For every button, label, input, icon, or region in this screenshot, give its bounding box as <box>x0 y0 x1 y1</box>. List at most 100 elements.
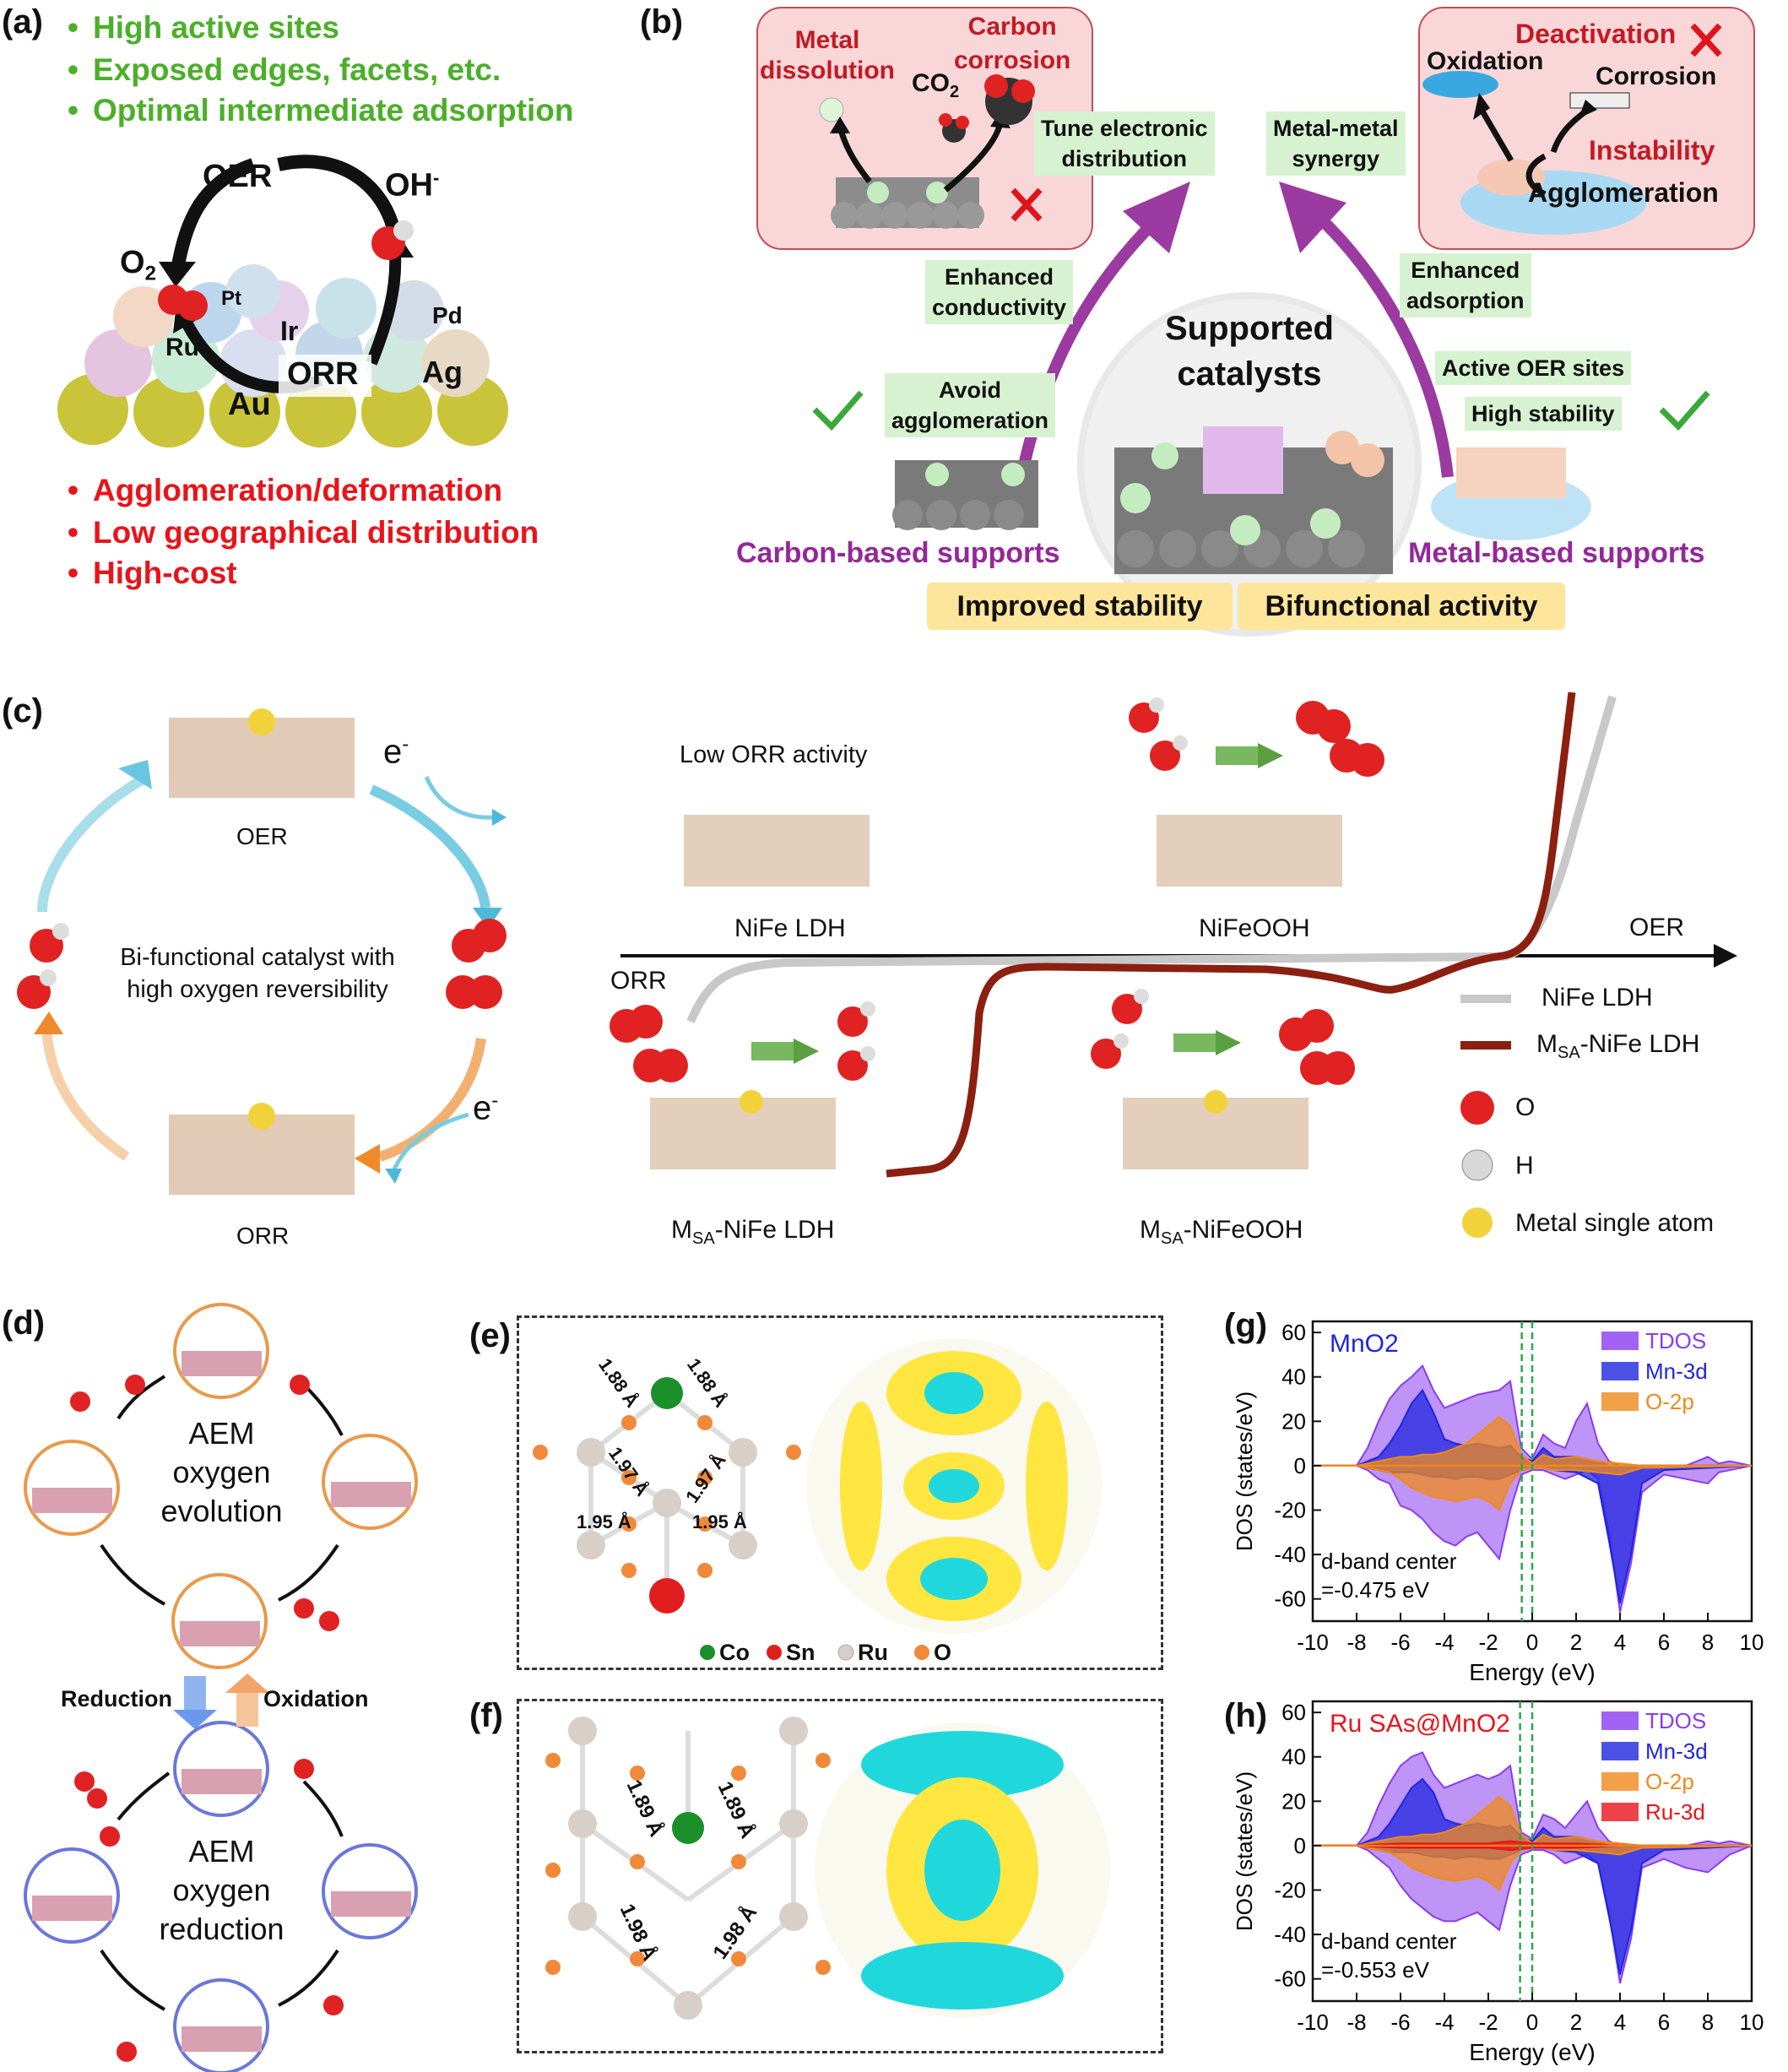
y-tick-label: 60 <box>1281 1700 1306 1725</box>
oxidation-label: Oxidation <box>1427 47 1544 75</box>
x-tick-label: 0 <box>1526 1630 1538 1655</box>
metal-label: Ir <box>280 316 299 346</box>
msa-nife-ldh-label: MSA-NiFe LDH <box>671 1216 835 1248</box>
reduction-label: Reduction <box>61 1686 172 1711</box>
y-tick-label: -40 <box>1274 1542 1306 1567</box>
drawback-item: •Low geographical distribution <box>68 515 539 550</box>
supported-catalysts-title: Supported catalysts <box>1165 310 1334 393</box>
x-axis-label: Energy (eV) <box>1469 1659 1595 1685</box>
legend-swatch <box>1601 1711 1639 1730</box>
x-tick-label: -8 <box>1346 2010 1366 2035</box>
legend-swatch <box>1601 1362 1639 1380</box>
legend-swatch <box>1601 1332 1639 1350</box>
legend-msa-nife-ldh: MSA-NiFe LDH <box>1536 1030 1700 1062</box>
legend-label: Mn-3d <box>1645 1359 1708 1384</box>
panel-e-frame <box>517 1315 1163 1670</box>
x-tick-label: -2 <box>1478 1630 1498 1655</box>
carbon-corrosion-label: Carbon corrosion <box>954 13 1071 74</box>
legend-single-atom: Metal single atom <box>1515 1209 1715 1237</box>
legend-co: Co <box>719 1640 750 1665</box>
series-area-o-2p <box>1313 1464 1753 1512</box>
d-band-annotation: =-0.553 eV <box>1321 1957 1430 1983</box>
x-tick-label: 2 <box>1570 2010 1582 2035</box>
metal-label: Pd <box>432 302 463 328</box>
tag-avoid-agglomeration: Avoid agglomeration <box>885 373 1056 437</box>
x-tick-label: -10 <box>1297 2010 1329 2035</box>
legend-sn: Sn <box>786 1640 815 1665</box>
co2-label: CO2 <box>912 69 960 101</box>
y-axis-label: DOS (states/eV) <box>1232 1391 1257 1551</box>
bifunctional-description: Bi-functional catalyst with high oxygen … <box>120 944 395 1003</box>
metal-dissolution-label: Metal dissolution <box>760 26 895 84</box>
advantage-item: •Optimal intermediate adsorption <box>68 93 574 127</box>
metal-label: Au <box>228 387 271 422</box>
e-minus-label: e- <box>383 733 409 771</box>
o2-label: O2 <box>120 245 156 285</box>
tag-metal-synergy: Metal-metal synergy <box>1266 111 1406 176</box>
tag-enhanced-conductivity: Enhanced conductivity <box>925 260 1074 324</box>
low-orr-label: Low ORR activity <box>680 741 868 768</box>
x-tick-label: -8 <box>1346 1630 1366 1655</box>
panel-label-f: (f) <box>469 1697 503 1734</box>
y-tick-label: -60 <box>1274 1966 1306 1992</box>
deactivation-label: Deactivation <box>1515 19 1677 49</box>
series-area-o-2p <box>1313 1844 1753 1892</box>
x-tick-label: -10 <box>1297 1630 1329 1655</box>
x-tick-label: -4 <box>1434 1630 1454 1655</box>
e-minus-label: e- <box>473 1089 499 1127</box>
y-tick-label: -20 <box>1274 1878 1306 1903</box>
carbon-supports-label: Carbon-based supports <box>736 537 1060 569</box>
x-tick-label: 8 <box>1702 2010 1714 2035</box>
y-tick-label: -40 <box>1274 1922 1306 1947</box>
chart-title: MnO2 <box>1330 1330 1399 1358</box>
drawback-item: •High-cost <box>68 556 237 590</box>
x-tick-label: 10 <box>1740 2010 1764 2035</box>
oxidation-label: Oxidation <box>263 1686 369 1711</box>
d-band-annotation: d-band center <box>1321 1549 1457 1574</box>
legend-label: O-2p <box>1645 1769 1694 1794</box>
bond-length: 1.95 Å <box>577 1511 631 1532</box>
tag-tune-electronic: Tune electronic distribution <box>1034 111 1215 176</box>
panel-f-frame <box>517 1699 1163 2053</box>
axis-oer-label: OER <box>1629 914 1685 941</box>
oh-label: OH- <box>385 167 440 203</box>
y-tick-label: 40 <box>1281 1744 1306 1770</box>
advantage-item: •Exposed edges, facets, etc. <box>68 52 501 87</box>
drawback-item: •Agglomeration/deformation <box>68 473 503 507</box>
y-tick-label: 20 <box>1281 1408 1306 1434</box>
x-tick-label: -4 <box>1434 2010 1454 2035</box>
agglomeration-label: Agglomeration <box>1528 177 1719 208</box>
msa-nifeooh-label: MSA-NiFeOOH <box>1140 1216 1303 1248</box>
legend-swatch <box>1601 1742 1639 1760</box>
tag-active-oer-sites: Active OER sites <box>1435 351 1632 385</box>
y-tick-label: -60 <box>1274 1587 1306 1612</box>
aem-oxygen-reduction: AEM oxygen reduction <box>159 1834 284 1946</box>
y-axis-label: DOS (states/eV) <box>1232 1771 1257 1931</box>
legend-swatch <box>1601 1392 1639 1411</box>
instability-label: Instability <box>1589 135 1715 165</box>
legend-h: H <box>1515 1152 1534 1180</box>
legend-o: O <box>934 1640 952 1665</box>
metal-label: Ag <box>422 355 463 389</box>
legend-ru: Ru <box>858 1640 888 1665</box>
legend-nife-ldh: NiFe LDH <box>1541 984 1653 1012</box>
panel-label-a: (a) <box>2 3 43 41</box>
x-tick-label: 0 <box>1526 2010 1538 2035</box>
panel-label-g: (g) <box>1224 1307 1268 1344</box>
x-tick-label: -6 <box>1390 2010 1410 2035</box>
metal-supports-label: Metal-based supports <box>1408 537 1705 569</box>
d-band-annotation: d-band center <box>1321 1928 1457 1954</box>
x-tick-label: 4 <box>1614 1630 1626 1655</box>
panel-label-d: (d) <box>2 1304 46 1342</box>
oer-label: OER <box>203 159 273 194</box>
y-tick-label: 20 <box>1281 1788 1306 1814</box>
metal-label: Pt <box>221 287 241 310</box>
legend-o: O <box>1515 1093 1536 1121</box>
y-tick-label: 0 <box>1294 1833 1306 1858</box>
